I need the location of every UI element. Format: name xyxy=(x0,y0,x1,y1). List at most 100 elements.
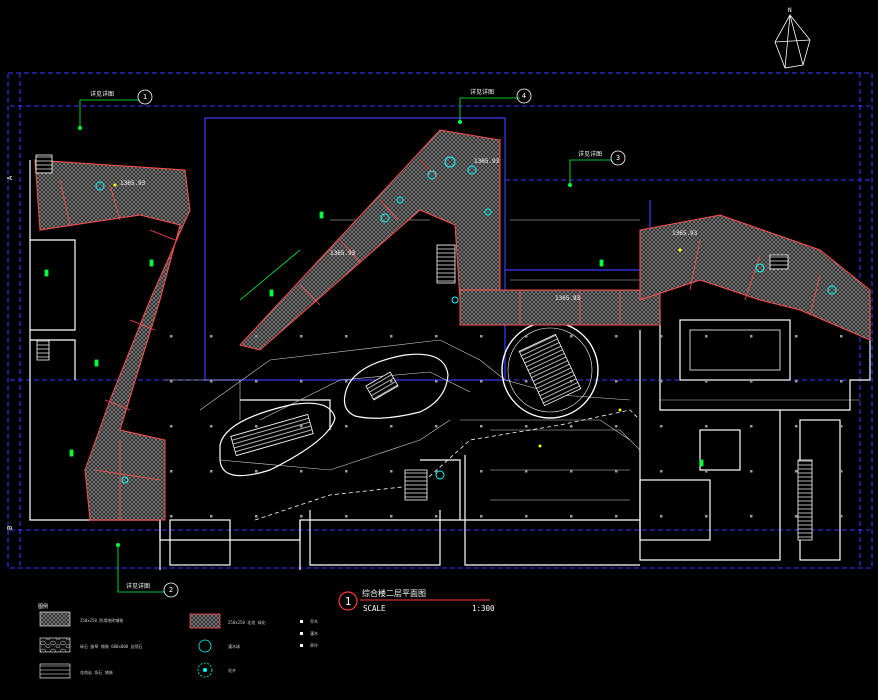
callout-number: 1 xyxy=(143,93,147,101)
planter-box-icon xyxy=(189,613,221,629)
column-dot xyxy=(660,335,663,338)
column-grid xyxy=(170,335,843,518)
stripe-hatch-icon xyxy=(39,663,71,679)
legend-item: 草坪 xyxy=(300,642,318,648)
stair-blocks xyxy=(35,154,813,541)
column-dot xyxy=(210,425,213,428)
column-dot xyxy=(660,515,663,518)
column-dot xyxy=(345,380,348,383)
column-dot xyxy=(525,335,528,338)
column-dot xyxy=(750,470,753,473)
column-dot xyxy=(840,380,843,383)
legend-text: 草坪 xyxy=(310,642,318,648)
legend-text: 花岗岩 条石 铺装 xyxy=(80,669,113,675)
column-dot xyxy=(705,515,708,518)
axis-marks: A B xyxy=(6,175,14,530)
column-dot xyxy=(300,380,303,383)
legend-text: 250x250 花池 绿化 xyxy=(228,619,266,625)
column-dot xyxy=(210,335,213,338)
column-dot xyxy=(300,425,303,428)
column-dot xyxy=(390,515,393,518)
level-mark: 1365.93 xyxy=(474,158,500,165)
callout-text: 详见详图 xyxy=(90,90,114,98)
legend: 图例 250x250 防滑地砖铺装 碎石 嵌草 铺装 600x600 自然石 花… xyxy=(38,603,318,679)
circular-atrium xyxy=(501,321,599,419)
flower-center-icon xyxy=(203,668,207,672)
column-dot xyxy=(210,380,213,383)
column-dot xyxy=(390,470,393,473)
column-dot xyxy=(480,380,483,383)
column-dot xyxy=(525,425,528,428)
column-dot xyxy=(300,470,303,473)
stone-hatch-icon xyxy=(39,637,71,653)
column-dot xyxy=(345,515,348,518)
column-dot xyxy=(480,470,483,473)
level-mark: 1365.93 xyxy=(672,230,698,237)
legend-text: 碎石 嵌草 铺装 600x600 自然石 xyxy=(80,643,143,649)
column-dot xyxy=(660,470,663,473)
column-dot xyxy=(210,515,213,518)
detail-callout-2: 详见详图 4 xyxy=(458,88,532,124)
column-dot xyxy=(795,470,798,473)
column-dot xyxy=(750,335,753,338)
column-dot xyxy=(750,380,753,383)
column-dot xyxy=(615,470,618,473)
column-dot xyxy=(795,425,798,428)
column-dot xyxy=(435,515,438,518)
detail-callout-3: 详见详图 3 xyxy=(568,150,626,187)
drawing-title: 综合楼二层平面图 xyxy=(362,588,426,598)
column-dot xyxy=(210,470,213,473)
column-dot xyxy=(660,380,663,383)
column-dot xyxy=(615,425,618,428)
column-dot xyxy=(255,470,258,473)
column-dot xyxy=(795,515,798,518)
level-marks: 1365.93 1365.93 1365.93 1365.93 1365.93 xyxy=(120,158,698,302)
paving-strip-west xyxy=(34,159,191,521)
column-dot xyxy=(570,470,573,473)
legend-text: 灌木 xyxy=(310,630,318,636)
column-dot xyxy=(390,380,393,383)
legend-text: 乔木 xyxy=(310,618,318,624)
boundary-dashed xyxy=(254,409,641,521)
legend-text: 250x250 防滑地砖铺装 xyxy=(80,617,123,623)
legend-item: 250x250 防滑地砖铺装 xyxy=(39,611,123,627)
small-mark-icon xyxy=(300,644,303,647)
legend-text: 花卉 xyxy=(228,667,236,673)
callout-number: 4 xyxy=(522,92,526,100)
level-mark: 1365.93 xyxy=(330,250,356,257)
paving-strip-north xyxy=(239,129,871,351)
drawing-title-block: 1 综合楼二层平面图 SCALE 1:300 xyxy=(338,588,495,613)
column-dot xyxy=(255,515,258,518)
axis-mark: B xyxy=(6,526,14,530)
column-dot xyxy=(255,380,258,383)
column-dot xyxy=(750,515,753,518)
small-mark-icon xyxy=(300,632,303,635)
column-dot xyxy=(570,335,573,338)
column-dot xyxy=(170,515,173,518)
column-dot xyxy=(570,515,573,518)
column-dot xyxy=(750,425,753,428)
column-dot xyxy=(525,470,528,473)
column-dot xyxy=(840,470,843,473)
flower-symbol-icon xyxy=(197,662,213,678)
column-dot xyxy=(615,335,618,338)
legend-item: 灌木 xyxy=(300,630,318,636)
axis-mark: A xyxy=(6,175,14,180)
column-dot xyxy=(435,380,438,383)
column-dot xyxy=(390,335,393,338)
callout-text: 详见详图 xyxy=(578,150,602,158)
column-dot xyxy=(795,380,798,383)
column-dot xyxy=(255,335,258,338)
circle-shrub-icon xyxy=(198,639,212,653)
column-dot xyxy=(435,470,438,473)
column-dot xyxy=(660,425,663,428)
level-mark: 1365.93 xyxy=(120,180,146,187)
column-dot xyxy=(300,335,303,338)
column-dot xyxy=(795,335,798,338)
detail-callout-1: 详见详图 1 xyxy=(78,89,153,130)
column-dot xyxy=(345,470,348,473)
callout-number: 3 xyxy=(616,154,620,162)
column-dot xyxy=(480,515,483,518)
column-dot xyxy=(255,425,258,428)
